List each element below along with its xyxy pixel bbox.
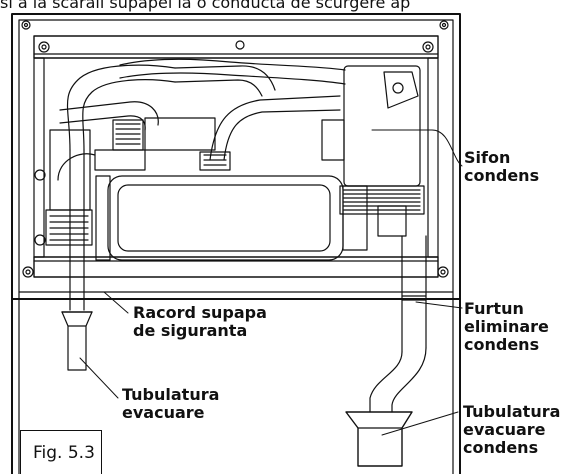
header-text: si a la scaraii supapei la o conducta de… [0, 0, 411, 12]
upper-pipes [59, 58, 346, 161]
screw-top-mid [235, 40, 245, 50]
screw-side-left [21, 20, 31, 30]
label-sifon-line1: Sifon [464, 148, 511, 167]
figure-caption: Fig. 5.3 [33, 443, 95, 463]
label-tub-evac-line1: Tubulatura [122, 385, 220, 404]
cut-off-header-text: si a la scaraii supapei la o conducta de… [0, 0, 571, 13]
label-tub-cond-line3: condens [463, 438, 539, 457]
label-furtun-eliminare: Furtun eliminare condens [464, 300, 549, 354]
label-furtun-line3: condens [464, 335, 540, 354]
frame-screws [21, 20, 449, 278]
label-tubulatura-condens: Tubulatura evacuare condens [463, 403, 560, 457]
label-sifon-condens: Sifon condens [464, 149, 539, 185]
screw-top-left [38, 41, 50, 53]
screw-side-right [439, 20, 449, 30]
screw-bottom-left [22, 266, 34, 278]
screw-top-right [422, 41, 434, 53]
label-racord-supapa: Racord supapa de siguranta [133, 304, 267, 340]
screw-bottom-right [437, 266, 449, 278]
label-sifon-line2: condens [464, 166, 540, 185]
boiler-casing [11, 13, 461, 474]
label-tub-cond-line2: evacuare [463, 420, 546, 439]
condensate-drain-hose [345, 235, 427, 467]
heat-exchanger [95, 175, 368, 261]
condensate-siphon [321, 65, 425, 237]
label-furtun-line2: eliminare [464, 317, 549, 336]
left-hydraulic-group [34, 129, 96, 246]
label-tubulatura-evacuare: Tubulatura evacuare [122, 386, 219, 422]
label-tub-cond-line1: Tubulatura [463, 402, 561, 421]
label-tub-evac-line2: evacuare [122, 403, 205, 422]
leader-lines [79, 129, 463, 436]
label-furtun-line1: Furtun [464, 299, 524, 318]
label-racord-line2: de siguranta [133, 321, 248, 340]
safety-valve-tube [61, 149, 93, 371]
gas-valve [94, 117, 231, 171]
figure-caption-box: Fig. 5.3 [20, 430, 102, 474]
label-racord-line1: Racord supapa [133, 303, 267, 322]
